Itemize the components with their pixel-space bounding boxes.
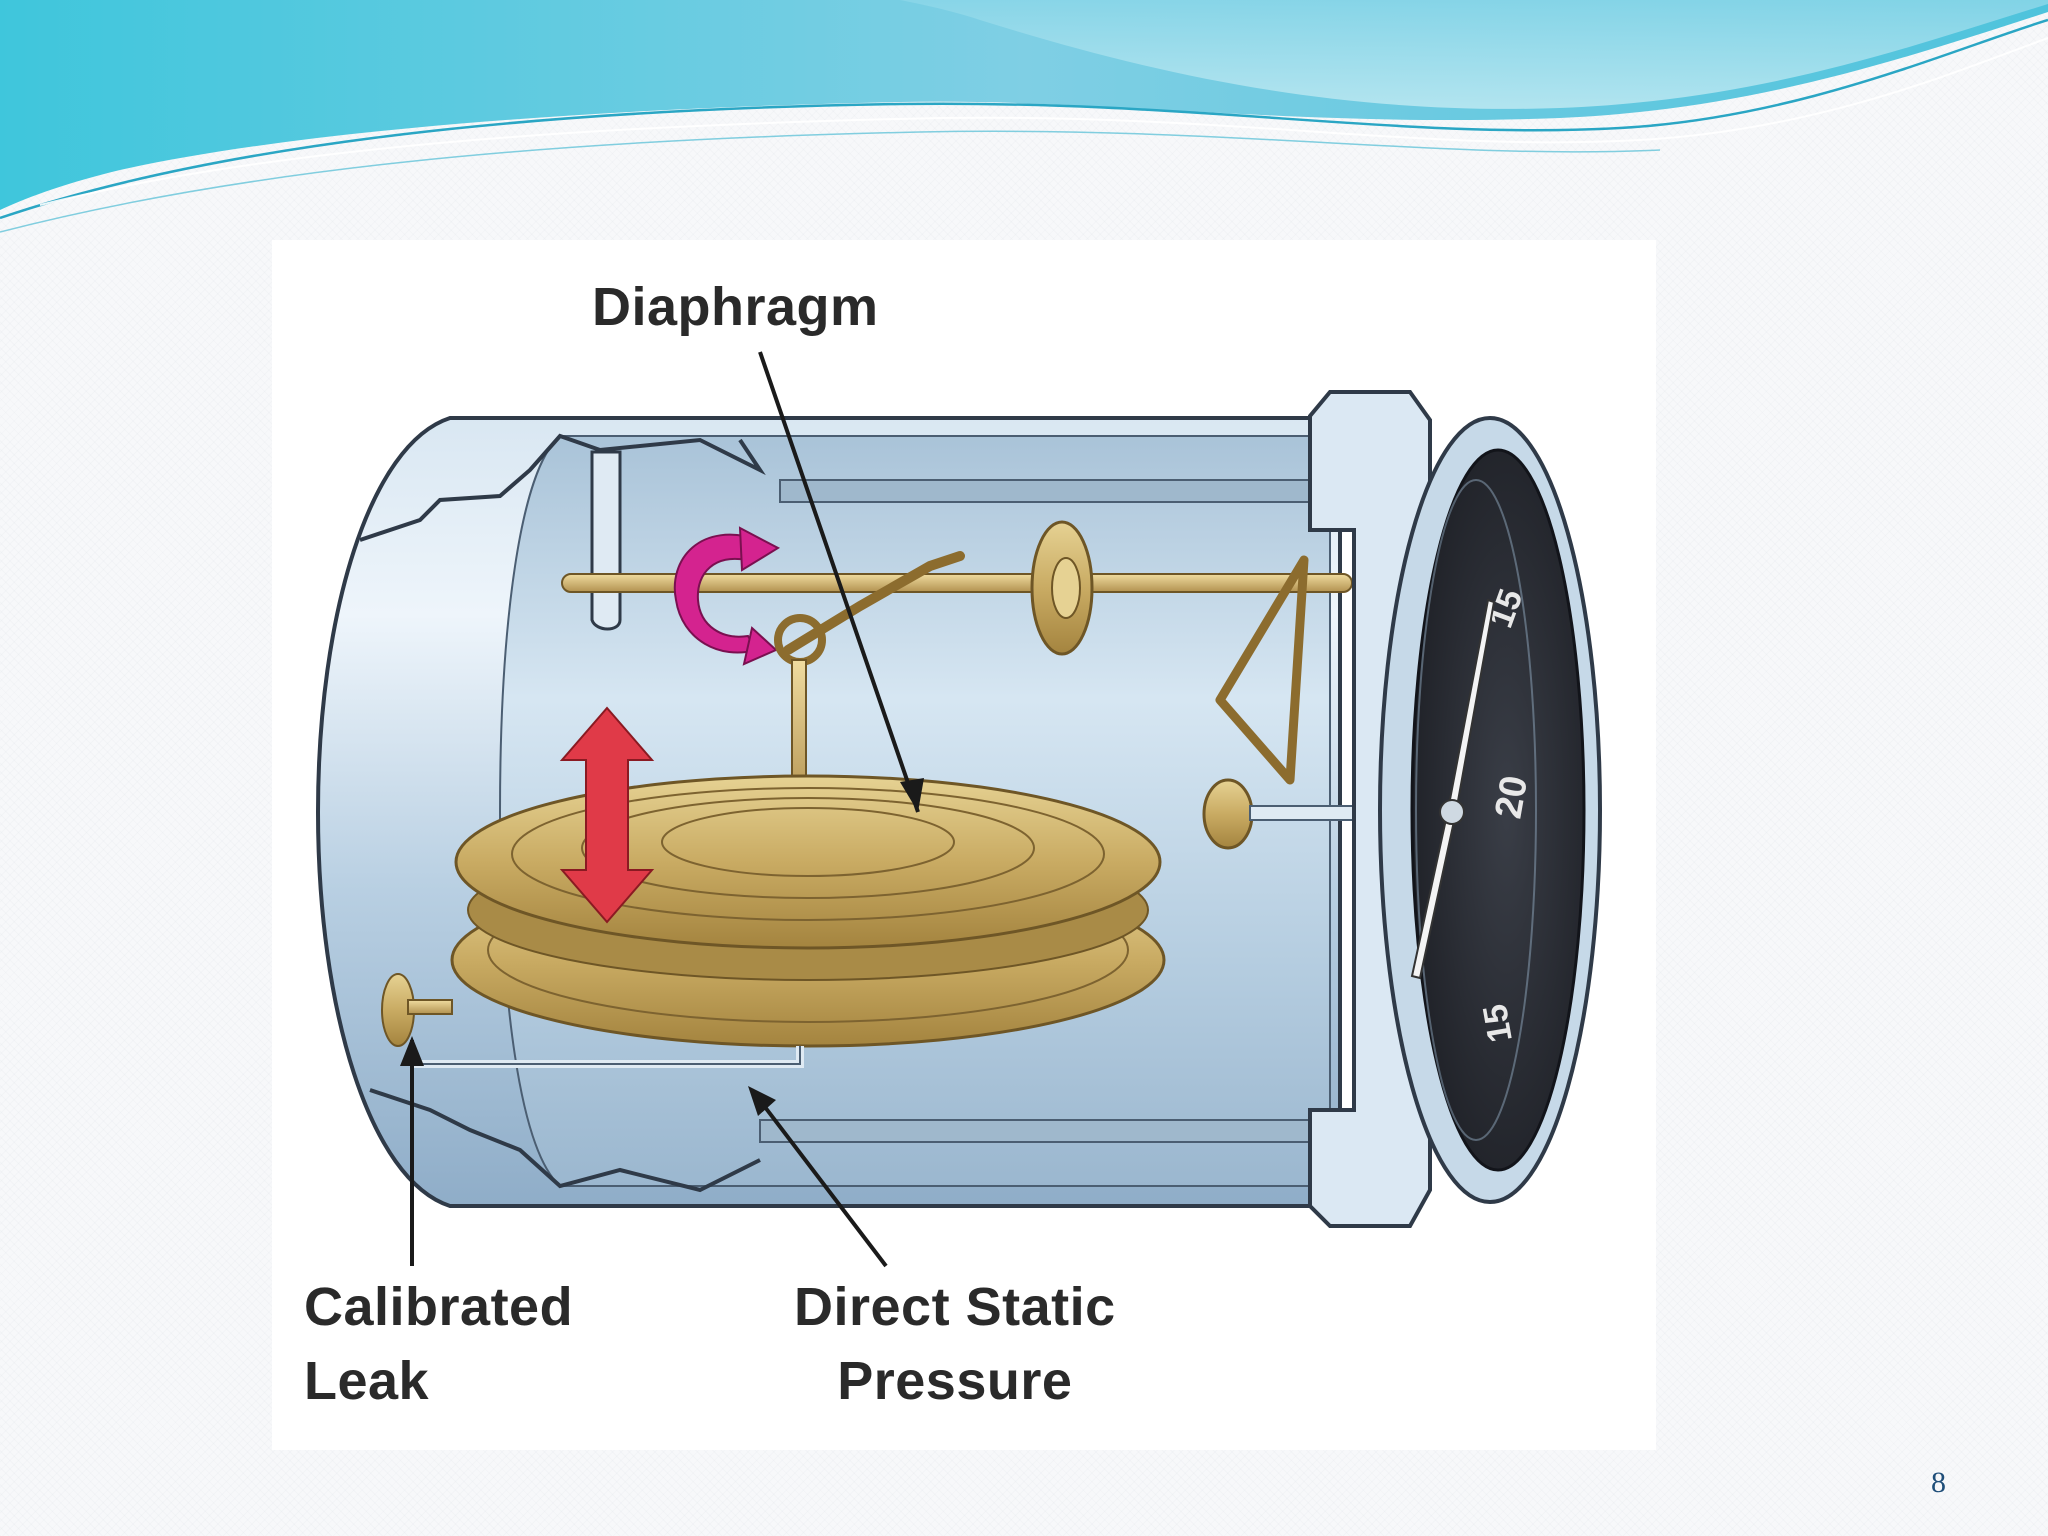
leader-line-static-pressure [750,1088,888,1268]
glass-highlight [1415,479,1537,1141]
vertical-movement-arrow [559,706,655,924]
dial-face [1410,448,1586,1172]
diaphragm-wafer-top [454,774,1162,950]
dial-number-middle: 20 [1488,773,1537,822]
label-diaphragm: Diaphragm [592,270,879,344]
rotation-arrow-head-top [738,526,781,572]
static-line-outline [410,1046,801,1065]
diagram-panel: 15 20 15 [272,240,1656,1450]
label-direct-static-pressure-line-2: Pressure [837,1351,1073,1411]
altimeter-cutaway-diagram: 15 20 15 [315,351,1602,1268]
needle-hub [1439,799,1465,825]
rotation-arrow-head-bottom [742,626,778,666]
label-diaphragm-text: Diaphragm [592,277,879,337]
sector-linkage [1215,555,1309,785]
header-wave [0,0,2048,233]
upper-rail [779,479,1341,503]
shaft-gear-hub [1051,557,1081,619]
diaphragm-corrugation-2 [581,797,1035,899]
leader-line-diaphragm [758,351,920,813]
label-direct-static-pressure: Direct Static Pressure [794,1270,1116,1418]
wave-band-light [900,0,2048,109]
left-bracket [590,450,622,631]
leader-arrowhead-diaphragm [900,778,924,812]
rocking-arm [783,551,965,655]
wave-line-1 [0,18,2048,220]
label-calibrated-leak: Calibrated Leak [304,1270,573,1418]
label-direct-static-pressure-line-1: Direct Static [794,1277,1116,1337]
label-calibrated-leak-line-1: Calibrated [304,1277,574,1337]
wave-line-3 [0,130,1661,233]
page-number: 8 [1931,1466,1946,1499]
calibrated-leak-nozzle [407,999,453,1015]
diaphragm-corrugation-1 [511,787,1105,921]
diaphragm-corrugation-3 [661,807,955,877]
lower-rail [759,1119,1331,1143]
wave-line-2 [39,37,2048,206]
leader-arrowhead-static-pressure [748,1086,776,1116]
leader-arrowhead-calibrated-leak [400,1036,424,1066]
cutaway-edge-top [359,433,766,542]
label-calibrated-leak-line-2: Leak [304,1351,430,1411]
dial-number-bottom: 15 [1476,1001,1520,1045]
cutaway-edge-bottom [369,1088,761,1193]
pinion-gear [1202,778,1254,850]
